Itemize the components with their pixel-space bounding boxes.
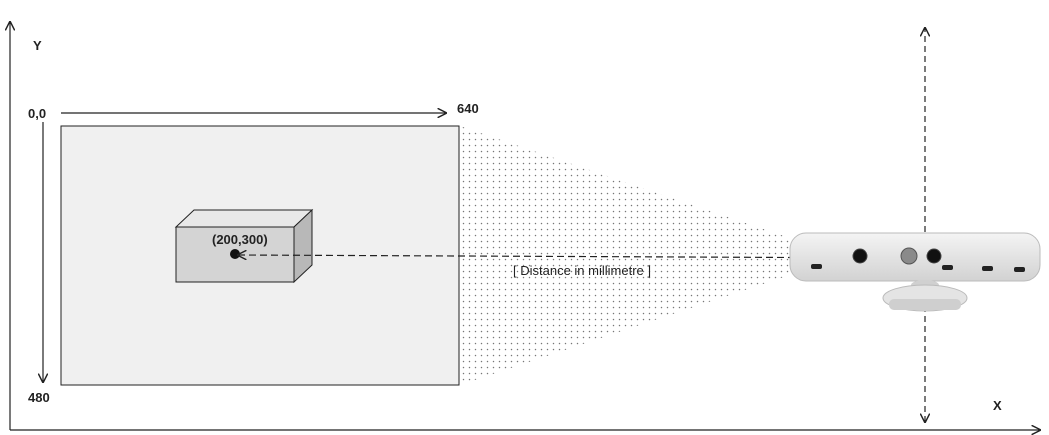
sensor-stand-foot xyxy=(889,299,961,310)
sensor-slot-1 xyxy=(811,264,822,269)
origin-label: 0,0 xyxy=(28,106,46,121)
kinect-sensor-icon xyxy=(789,232,1041,312)
sensor-lens-right xyxy=(926,248,942,264)
box-top-face xyxy=(174,209,314,228)
x-axis-label: X xyxy=(993,398,1002,413)
point-label: (200,300) xyxy=(212,232,268,247)
distance-arrow xyxy=(238,255,907,258)
distance-label: [ Distance in millimetre ] xyxy=(513,263,651,278)
target-point xyxy=(230,249,240,259)
sensor-slot-4 xyxy=(1014,267,1025,272)
y-axis-label: Y xyxy=(33,38,42,53)
height-label: 480 xyxy=(28,390,50,405)
sensor-lens-left xyxy=(852,248,868,264)
sensor-slot-2 xyxy=(942,265,953,270)
sensor-lens-center xyxy=(900,247,918,265)
field-of-view-cone xyxy=(460,126,790,385)
sensor-slot-3 xyxy=(982,266,993,271)
width-label: 640 xyxy=(457,101,479,116)
